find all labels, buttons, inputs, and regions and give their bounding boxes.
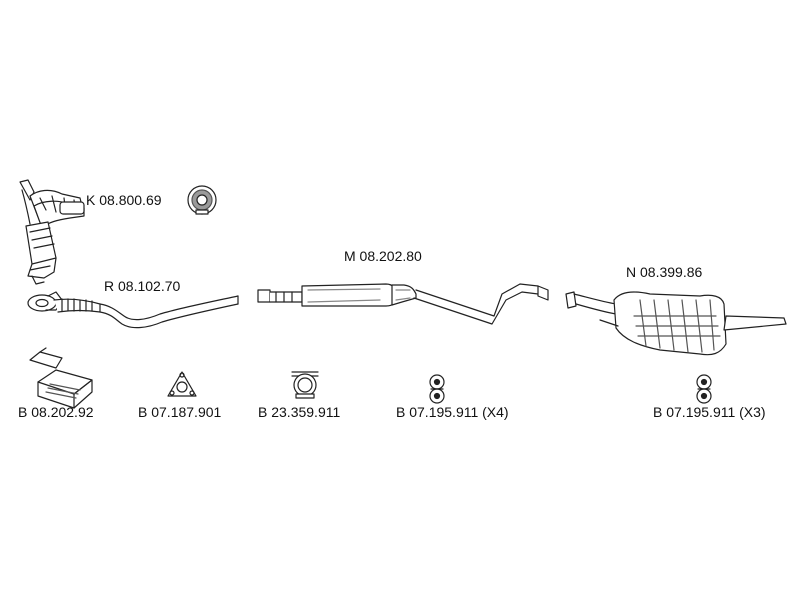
seal-badge-icon	[187, 185, 217, 215]
gasket-triangle-icon	[167, 371, 197, 397]
rubber-hanger-icon-x3	[696, 374, 712, 404]
rear-silencer-code: N 08.399.86	[626, 264, 703, 280]
middle-silencer-code: M 08.202.80	[344, 248, 422, 264]
manifold-catalyst-code: K 08.800.69	[86, 192, 162, 208]
rubber-hanger-icon-x4	[429, 374, 445, 404]
middle-silencer-drawing	[257, 283, 549, 325]
accessory-code: B 07.195.911 (X4)	[396, 404, 509, 420]
accessory-code: B 08.202.92	[18, 404, 94, 420]
accessory-code: B 07.187.901	[138, 404, 222, 420]
accessory-code: B 23.359.911	[258, 404, 341, 420]
manifold-catalyst-drawing	[19, 179, 85, 285]
front-pipe-code: R 08.102.70	[104, 278, 181, 294]
clamp-kit-box-icon	[29, 347, 93, 409]
pipe-clamp-icon	[291, 371, 319, 399]
front-pipe-drawing	[27, 291, 239, 329]
accessory-code: B 07.195.911 (X3)	[653, 404, 766, 420]
rear-silencer-drawing	[565, 291, 787, 356]
